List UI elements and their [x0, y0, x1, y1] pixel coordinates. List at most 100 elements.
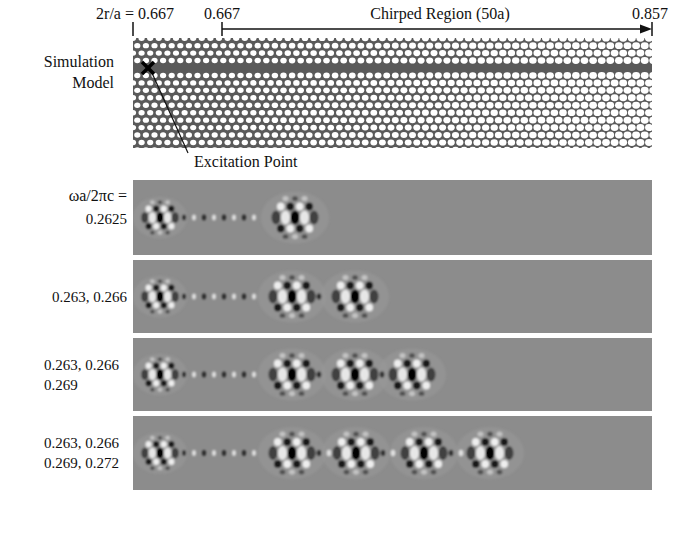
- field-lobe: [192, 450, 196, 456]
- air-hole: [400, 72, 407, 78]
- air-hole: [525, 109, 532, 116]
- air-hole: [645, 50, 652, 57]
- figure-label: 0.857: [616, 4, 668, 25]
- field-lobe: [297, 446, 306, 460]
- air-hole: [589, 87, 597, 94]
- air-hole: [594, 109, 602, 116]
- air-hole: [585, 94, 593, 101]
- air-hole: [516, 109, 523, 116]
- air-hole: [332, 102, 339, 108]
- air-hole: [259, 38, 265, 41]
- air-hole: [563, 87, 571, 94]
- air-hole: [388, 125, 395, 131]
- field-lobe: [283, 282, 291, 290]
- air-hole: [418, 43, 425, 49]
- air-hole: [375, 147, 382, 148]
- air-hole: [478, 147, 485, 148]
- air-hole: [448, 38, 455, 41]
- air-hole: [199, 80, 205, 85]
- air-hole: [177, 103, 183, 108]
- air-hole: [641, 87, 649, 94]
- air-hole: [452, 57, 459, 63]
- air-hole: [133, 140, 136, 145]
- field-lobe: [172, 447, 179, 458]
- field-lobe: [268, 368, 277, 382]
- air-hole: [533, 139, 540, 146]
- air-hole: [203, 58, 209, 63]
- air-hole: [177, 58, 183, 63]
- field-lobe: [305, 203, 313, 211]
- air-hole: [491, 95, 498, 101]
- air-hole: [546, 72, 554, 79]
- air-hole: [649, 87, 652, 94]
- air-hole: [370, 110, 377, 116]
- air-hole: [559, 109, 567, 116]
- air-hole: [525, 50, 532, 57]
- air-hole: [641, 117, 649, 124]
- air-hole: [465, 124, 472, 130]
- air-hole: [606, 147, 614, 148]
- air-hole: [611, 50, 619, 57]
- air-hole: [272, 58, 278, 64]
- air-hole: [542, 50, 550, 57]
- air-hole: [456, 139, 463, 145]
- air-hole: [400, 57, 407, 63]
- figure-label: Simulation Model: [24, 52, 114, 94]
- field-lobe: [353, 469, 359, 474]
- field-lobe: [274, 360, 282, 368]
- air-hole: [422, 80, 429, 86]
- air-hole: [182, 50, 188, 55]
- field-lobe: [406, 438, 414, 446]
- field-lobe: [274, 382, 282, 390]
- field-lobe: [360, 368, 369, 382]
- air-hole: [366, 117, 373, 123]
- air-hole: [190, 50, 196, 55]
- field-lobe: [161, 380, 167, 386]
- field-lobe: [398, 368, 407, 382]
- air-hole: [263, 73, 269, 79]
- air-hole: [340, 58, 347, 64]
- field-lobe: [158, 200, 163, 204]
- air-hole: [229, 117, 235, 122]
- field-lobe: [268, 290, 277, 304]
- field-lobe: [337, 304, 345, 312]
- air-hole: [383, 102, 390, 108]
- air-hole: [323, 43, 330, 49]
- field-lobe: [153, 363, 159, 369]
- air-hole: [173, 140, 179, 145]
- air-hole: [134, 117, 140, 122]
- air-hole: [156, 50, 162, 55]
- field-lobe: [365, 382, 373, 390]
- air-hole: [147, 125, 153, 130]
- field-lobe: [356, 360, 364, 368]
- air-hole: [259, 80, 265, 86]
- air-hole: [250, 140, 256, 146]
- air-hole: [572, 57, 580, 64]
- field-lobe: [149, 291, 156, 302]
- air-hole: [220, 88, 226, 93]
- air-hole: [224, 50, 230, 55]
- air-hole: [203, 147, 209, 148]
- air-hole: [645, 109, 652, 116]
- field-lobe: [168, 459, 174, 465]
- air-hole: [242, 38, 248, 41]
- air-hole: [482, 80, 489, 86]
- air-hole: [478, 132, 485, 138]
- air-hole: [478, 72, 485, 78]
- field-lobe: [500, 460, 508, 468]
- air-hole: [469, 42, 476, 48]
- air-hole: [203, 117, 209, 122]
- air-hole: [452, 87, 459, 93]
- field-lobe: [287, 290, 296, 304]
- air-hole: [418, 132, 425, 138]
- field-halo: [133, 432, 187, 474]
- air-hole: [538, 42, 546, 49]
- field-lobe: [289, 353, 295, 358]
- field-lobe: [289, 469, 295, 474]
- air-hole: [353, 38, 360, 41]
- field-lobe: [332, 446, 341, 460]
- air-hole: [336, 50, 343, 56]
- air-hole: [422, 125, 429, 131]
- air-hole: [439, 124, 446, 130]
- air-hole: [508, 80, 515, 86]
